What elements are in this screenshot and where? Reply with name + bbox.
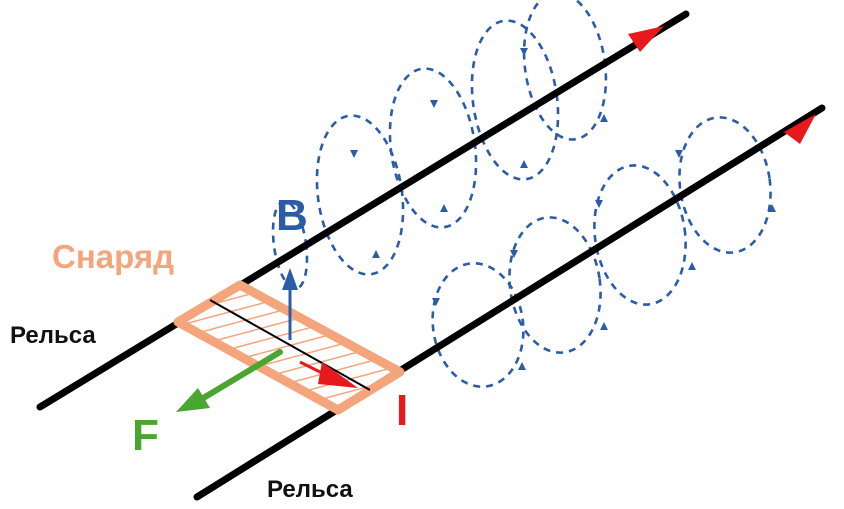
field-direction-marks: [350, 48, 776, 370]
force-label: F: [132, 411, 159, 460]
magnetic-field-loops-lower: [431, 116, 772, 389]
upper-rail: [36, 10, 690, 411]
lower-rail: [193, 104, 826, 501]
b-vector-arrow: [282, 268, 298, 340]
lower-rail-label: Рельса: [267, 476, 353, 503]
field-label: B: [276, 191, 308, 240]
upper-rail-label: Рельса: [10, 322, 96, 349]
rail-current-arrow-upper: [628, 26, 664, 52]
magnetic-field-loops-upper: [271, 0, 608, 290]
current-label: I: [396, 386, 408, 435]
rail-current-arrow-lower: [784, 114, 816, 144]
force-arrow: [176, 349, 283, 412]
projectile-label: Снаряд: [52, 238, 174, 275]
current-arrow: [299, 360, 358, 388]
